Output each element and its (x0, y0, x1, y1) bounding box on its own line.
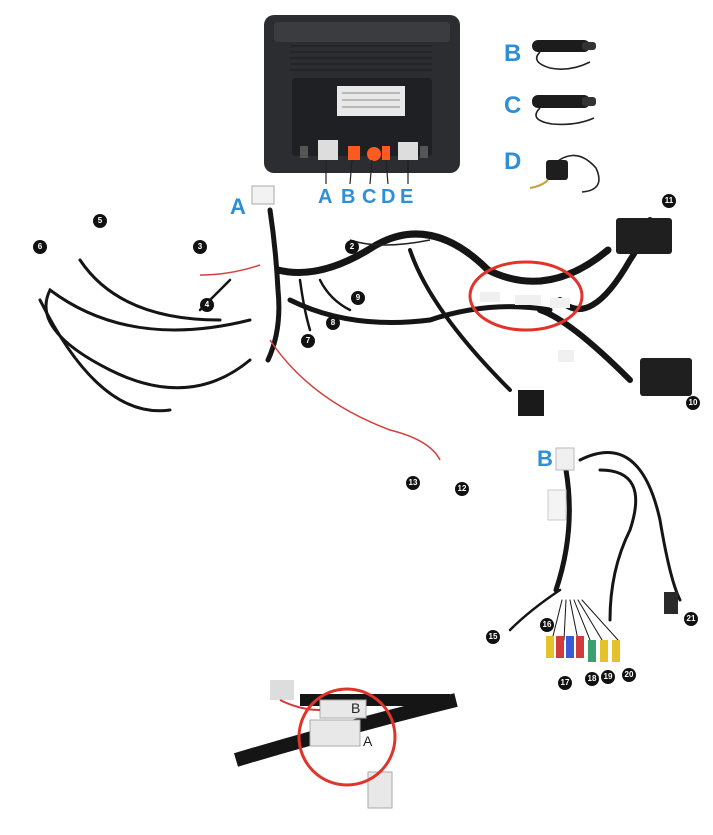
marker-15: 15 (486, 630, 500, 644)
port-label-a: A (318, 186, 333, 208)
port-a (318, 140, 338, 160)
marker-19: 19 (601, 670, 615, 684)
inset-label-a: A (363, 733, 373, 749)
harness-label-b: B (537, 446, 553, 471)
accessory-label-c: C (504, 92, 522, 119)
port-label-e: E (400, 186, 414, 208)
accessory-label-d: D (504, 148, 522, 175)
accessory-label-b: B (504, 40, 522, 67)
marker-2: 2 (345, 240, 359, 254)
product-sticker (337, 86, 405, 116)
inset-label-b: B (351, 700, 361, 716)
main-harness (38, 207, 653, 413)
marker-6: 6 (33, 240, 47, 254)
rca-plugs (546, 636, 620, 662)
port-e (398, 142, 418, 160)
connector-11 (616, 218, 672, 254)
marker-21: 21 (684, 612, 698, 626)
harness-b (508, 451, 682, 641)
antenna-b (532, 40, 596, 70)
marker-4: 4 (200, 298, 214, 312)
marker-20: 20 (622, 668, 636, 682)
marker-16: 16 (540, 618, 554, 632)
marker-9: 9 (351, 291, 365, 305)
antenna-c (532, 95, 596, 126)
highlight-circle-inset (297, 687, 397, 787)
marker-8: 8 (326, 316, 340, 330)
marker-11: 11 (662, 194, 676, 208)
port-label-c: C (362, 186, 377, 208)
marker-17: 17 (558, 676, 572, 690)
harness-label-a: A (230, 194, 246, 219)
marker-7: 7 (301, 334, 315, 348)
marker-3: 3 (193, 240, 207, 254)
connector-10 (640, 358, 692, 396)
marker-18: 18 (585, 672, 599, 686)
port-b (348, 146, 360, 160)
filter-box (518, 390, 544, 416)
marker-12: 12 (455, 482, 469, 496)
port-c (367, 147, 381, 161)
marker-5: 5 (93, 214, 107, 228)
connector-a (251, 185, 275, 205)
inset-photo (233, 680, 458, 809)
highlight-circle-main (468, 260, 584, 332)
port-label-b: B (341, 186, 356, 208)
port-label-d: D (381, 186, 396, 208)
port-d (382, 146, 390, 160)
gps-antenna-d (529, 154, 600, 193)
marker-10: 10 (686, 396, 700, 410)
head-unit (264, 15, 460, 185)
marker-13: 13 (406, 476, 420, 490)
